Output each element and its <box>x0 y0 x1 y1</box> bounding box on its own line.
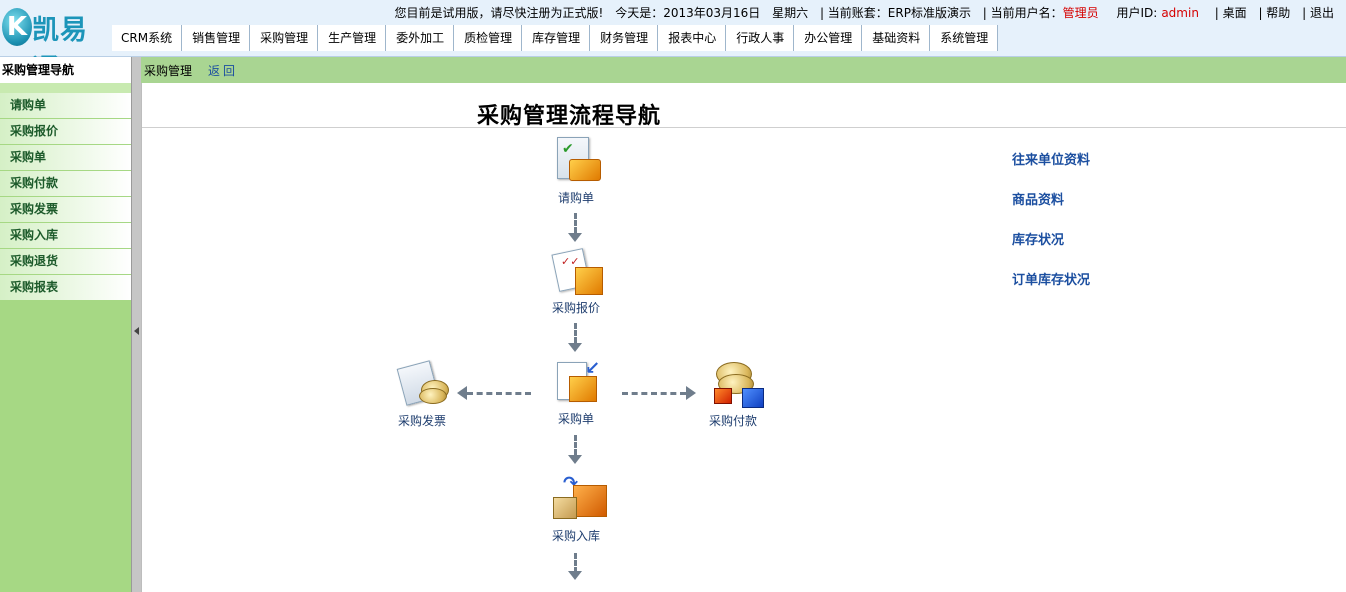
sidebar-item-order[interactable]: 采购单 <box>0 145 131 170</box>
current-account: | 当前账套：ERP标准版演示 <box>819 6 971 20</box>
nav-system[interactable]: 系统管理 <box>930 25 999 51</box>
nav-office[interactable]: 办公管理 <box>794 25 863 51</box>
user-id-value: admin <box>1161 6 1199 20</box>
nav-crm[interactable]: CRM系统 <box>112 25 183 51</box>
link-partner-info[interactable]: 往来单位资料 <box>1012 153 1091 168</box>
nav-reports[interactable]: 报表中心 <box>658 25 727 51</box>
arrow-down-icon <box>568 343 582 352</box>
arrow-right-icon <box>686 386 696 400</box>
logout-link[interactable]: | 退出 <box>1302 6 1334 20</box>
breadcrumb-bar: 采购管理 返回 <box>141 57 1346 83</box>
nav-inventory[interactable]: 库存管理 <box>522 25 591 51</box>
sidebar-item-storage[interactable]: 采购入库 <box>0 223 131 248</box>
trial-notice: 您目前是试用版，请尽快注册为正式版! <box>394 6 604 20</box>
flow-node-order[interactable]: ↙ 采购单 <box>531 356 621 427</box>
boxes-arrow-icon: ↷ <box>545 473 607 525</box>
sidebar-divider <box>0 83 131 93</box>
main-nav: CRM系统 销售管理 采购管理 生产管理 委外加工 质检管理 库存管理 财务管理… <box>112 25 999 51</box>
nav-outsourcing[interactable]: 委外加工 <box>386 25 455 51</box>
weekday: 星期六 <box>772 6 809 20</box>
current-user-label-text: | 当前用户名： <box>982 6 1063 20</box>
flow-node-invoice[interactable]: 采购发票 <box>377 358 467 429</box>
document-coins-icon <box>391 358 453 410</box>
sidebar-item-invoice[interactable]: 采购发票 <box>0 197 131 222</box>
flow-label-invoice: 采购发票 <box>397 414 446 428</box>
document-box-arrow-icon: ↙ <box>545 356 607 408</box>
arrow-left-icon <box>457 386 467 400</box>
nav-hr[interactable]: 行政人事 <box>726 25 795 51</box>
user-id-label: 用户ID: <box>1116 6 1158 20</box>
arrow-down-icon <box>568 455 582 464</box>
arrow-down-icon <box>568 233 582 242</box>
clipboard-basket-icon: ✔ <box>545 135 607 187</box>
flow-node-requisition[interactable]: ✔ 请购单 <box>531 135 621 206</box>
main-content: 采购管理流程导航 ✔ 请购单 ✓✓ 采购报价 ↙ 采购单 <box>141 83 1346 592</box>
link-inventory-status[interactable]: 库存状况 <box>1012 233 1065 248</box>
breadcrumb: 采购管理 <box>144 64 193 78</box>
nav-quality[interactable]: 质检管理 <box>454 25 523 51</box>
desktop-link[interactable]: | 桌面 <box>1214 6 1247 20</box>
flow-arrow <box>574 213 577 233</box>
help-link[interactable]: | 帮助 <box>1258 6 1291 20</box>
sidebar-splitter[interactable] <box>131 57 142 592</box>
nav-finance[interactable]: 财务管理 <box>590 25 659 51</box>
sidebar: 采购管理导航 请购单 采购报价 采购单 采购付款 采购发票 采购入库 采购退货 … <box>0 57 131 592</box>
flow-arrow <box>622 392 686 395</box>
current-user-name: 管理员 <box>1062 6 1099 20</box>
sidebar-item-return[interactable]: 采购退货 <box>0 249 131 274</box>
flow-label-requisition: 请购单 <box>557 191 594 205</box>
arrow-down-icon <box>568 571 582 580</box>
sidebar-title: 采购管理导航 <box>0 57 131 83</box>
sidebar-item-requisition[interactable]: 请购单 <box>0 93 131 118</box>
flow-label-payment: 采购付款 <box>708 414 757 428</box>
flow-label-storage: 采购入库 <box>551 529 600 543</box>
current-user-label: | 当前用户名：管理员 <box>983 6 1099 20</box>
coins-boxes-icon <box>702 358 764 410</box>
logo-k-icon: K <box>2 8 32 46</box>
back-link[interactable]: 返回 <box>208 64 239 78</box>
flow-label-quotation: 采购报价 <box>551 301 600 315</box>
flow-arrow <box>467 392 531 395</box>
page-title: 采购管理流程导航 <box>477 104 662 129</box>
nav-production[interactable]: 生产管理 <box>318 25 387 51</box>
nav-sales[interactable]: 销售管理 <box>182 25 251 51</box>
sidebar-item-quotation[interactable]: 采购报价 <box>0 119 131 144</box>
flow-arrow <box>574 553 577 573</box>
info-bar: 您目前是试用版，请尽快注册为正式版! 今天是：2013年03月16日 星期六 |… <box>387 4 1334 20</box>
sidebar-item-report[interactable]: 采购报表 <box>0 275 131 300</box>
flow-node-storage[interactable]: ↷ 采购入库 <box>531 473 621 544</box>
flow-arrow <box>574 323 577 343</box>
top-header: K 凯易通 您目前是试用版，请尽快注册为正式版! 今天是：2013年03月16日… <box>0 0 1346 85</box>
title-divider <box>142 127 1346 128</box>
today-date: 今天是：2013年03月16日 <box>615 6 761 20</box>
document-box-icon: ✓✓ <box>545 245 607 297</box>
app-logo: K 凯易通 <box>2 6 108 85</box>
sidebar-item-payment[interactable]: 采购付款 <box>0 171 131 196</box>
flow-node-quotation[interactable]: ✓✓ 采购报价 <box>531 245 621 316</box>
nav-basic-data[interactable]: 基础资料 <box>862 25 931 51</box>
flow-node-payment[interactable]: 采购付款 <box>688 358 778 429</box>
link-product-info[interactable]: 商品资料 <box>1012 193 1065 208</box>
flow-arrow <box>574 435 577 455</box>
collapse-arrow-icon[interactable] <box>134 327 139 335</box>
flow-label-order: 采购单 <box>557 412 594 426</box>
link-order-inventory-status[interactable]: 订单库存状况 <box>1012 273 1091 288</box>
nav-purchase[interactable]: 采购管理 <box>250 25 319 51</box>
